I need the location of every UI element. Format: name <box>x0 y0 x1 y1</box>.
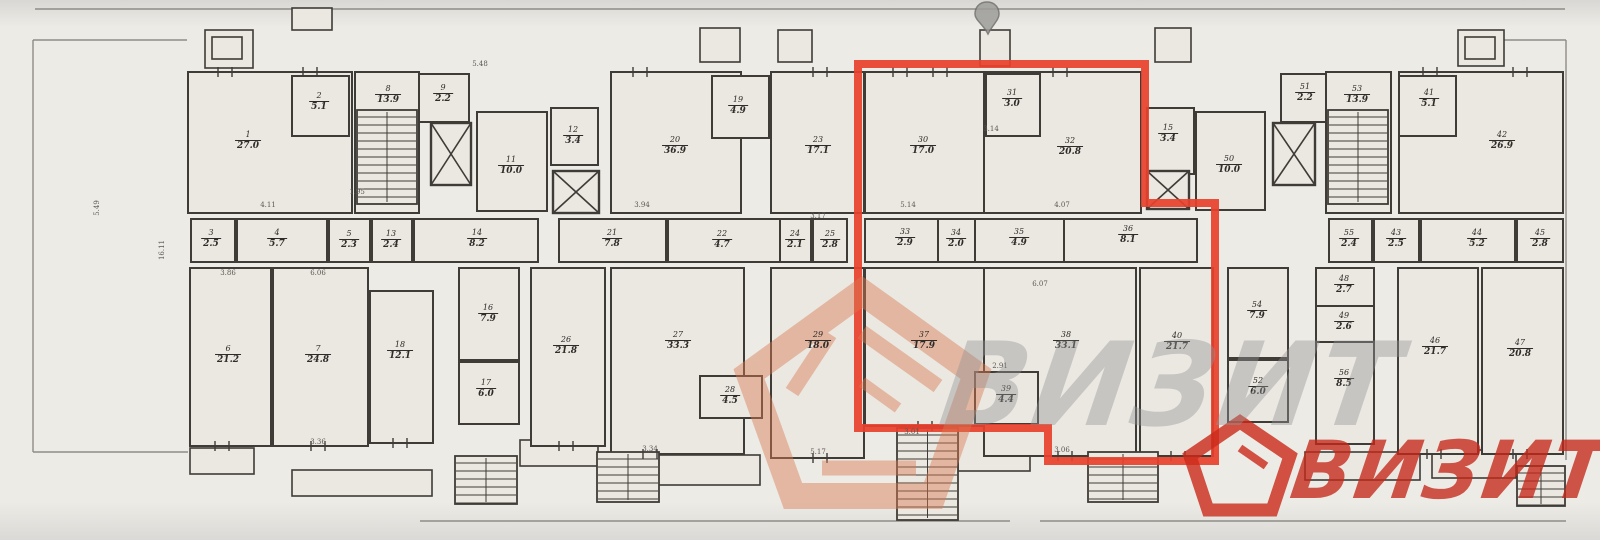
room-9 <box>418 73 470 123</box>
agency-logo-watermark-red <box>1237 444 1269 470</box>
annex <box>699 27 741 63</box>
room-28 <box>699 375 763 419</box>
elevator-cross <box>552 170 600 214</box>
elevator-cross <box>1272 122 1316 186</box>
room-15 <box>1146 107 1195 175</box>
room-49 <box>1315 305 1375 343</box>
room-24 <box>779 218 812 263</box>
room-37 <box>864 267 985 427</box>
room-54 <box>1227 267 1289 359</box>
room-21 <box>558 218 667 263</box>
room-29 <box>770 267 865 459</box>
agency-logo-watermark <box>733 275 992 509</box>
elevator-cross <box>430 122 472 186</box>
room-36 <box>1063 218 1198 263</box>
room-3 <box>190 218 236 263</box>
location-pin-icon <box>974 1 1000 36</box>
agency-logo-watermark <box>858 377 902 413</box>
room-41 <box>1398 75 1457 137</box>
room-26 <box>530 267 606 447</box>
room-13 <box>371 218 413 263</box>
room-31 <box>985 73 1041 137</box>
room-55 <box>1328 218 1373 263</box>
room-18 <box>369 290 434 444</box>
room-48 <box>1315 267 1375 307</box>
agency-logo-watermark <box>857 325 943 393</box>
room-51 <box>1280 73 1333 123</box>
room-14 <box>413 218 539 263</box>
room-25 <box>812 218 848 263</box>
room-30 <box>864 71 985 214</box>
annex <box>1304 451 1421 481</box>
room-19 <box>711 75 770 139</box>
room-47 <box>1481 267 1564 455</box>
room-43 <box>1373 218 1420 263</box>
room-34 <box>937 218 976 263</box>
room-5 <box>328 218 371 263</box>
annex <box>291 469 433 497</box>
room-22 <box>667 218 781 263</box>
room-33 <box>864 218 939 263</box>
location-pin-icon <box>974 1 1000 36</box>
annex <box>211 36 243 60</box>
room-11 <box>476 111 548 212</box>
room-7 <box>272 267 369 447</box>
room-45 <box>1516 218 1564 263</box>
annex <box>1154 27 1192 63</box>
room-35 <box>974 218 1065 263</box>
annex <box>1464 36 1496 60</box>
room-40 <box>1139 267 1214 457</box>
room-4 <box>236 218 328 263</box>
room-44 <box>1420 218 1516 263</box>
room-12 <box>550 107 599 166</box>
room-27 <box>610 267 745 455</box>
annex <box>291 7 333 31</box>
room-16 <box>458 267 520 361</box>
room-23 <box>770 71 865 214</box>
annex <box>777 29 813 63</box>
agency-logo-watermark <box>733 275 992 509</box>
room-46 <box>1397 267 1479 455</box>
room-2 <box>291 75 350 137</box>
room-6 <box>189 267 272 447</box>
room-50 <box>1195 111 1266 211</box>
agency-logo-watermark <box>785 329 837 397</box>
annex <box>189 447 255 475</box>
highlighted-apartment-outline <box>854 60 1219 465</box>
room-52 <box>1227 359 1289 423</box>
agency-logo-watermark-red <box>1182 414 1298 517</box>
room-56 <box>1315 341 1375 445</box>
room-17 <box>458 361 520 425</box>
agency-logo-watermark-red <box>1182 414 1298 517</box>
